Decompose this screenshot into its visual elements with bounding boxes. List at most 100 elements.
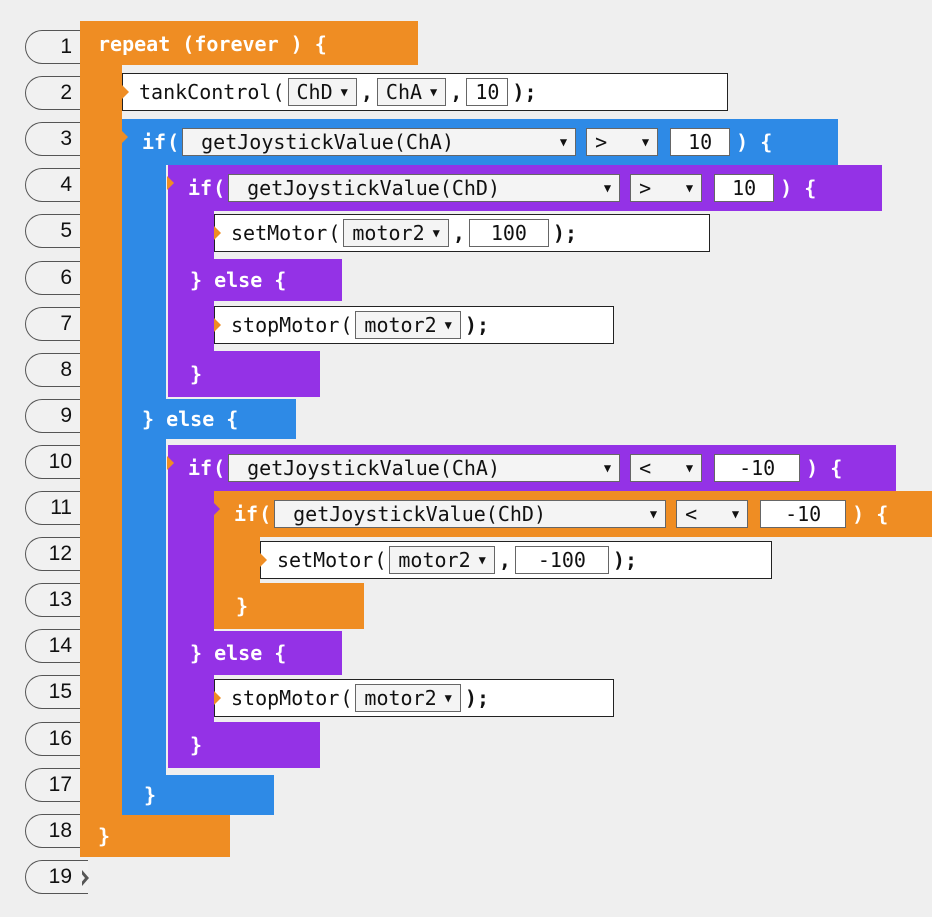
line-number[interactable]: 15: [25, 675, 89, 709]
chevron-down-icon: ▼: [685, 461, 694, 475]
motor-value: motor2: [398, 548, 471, 572]
statement-notch-icon: [260, 553, 267, 567]
left-channel-value: ChD: [296, 80, 333, 104]
motor-dropdown[interactable]: motor2 ▼: [343, 219, 449, 247]
line-notch-icon: [80, 870, 89, 886]
statement-notch-icon: [122, 85, 129, 99]
operator-value: <: [639, 456, 652, 480]
line-number[interactable]: 17: [25, 768, 89, 802]
condition-left-value: getJoystickValue(ChD): [293, 502, 547, 526]
threshold-input[interactable]: -10: [760, 500, 847, 528]
operator-value: >: [639, 176, 652, 200]
if-block-inner-2: [168, 445, 214, 767]
comma: ,: [450, 80, 463, 104]
open-brace: ) {: [780, 176, 817, 200]
line-number[interactable]: 8: [25, 353, 89, 387]
chevron-down-icon: ▼: [649, 507, 658, 521]
left-channel-dropdown[interactable]: ChD▼: [287, 78, 357, 106]
line-number[interactable]: 19: [25, 860, 89, 894]
comma: ,: [498, 548, 511, 572]
open-paren: (: [374, 548, 387, 572]
comma: ,: [452, 221, 465, 245]
condition-left-dropdown[interactable]: getJoystickValue(ChD)▼: [228, 174, 621, 202]
operator-value: <: [685, 502, 698, 526]
operator-dropdown[interactable]: >▼: [586, 128, 659, 156]
repeat-block-header[interactable]: [80, 21, 418, 65]
line-number[interactable]: 18: [25, 814, 89, 848]
else-label: } else {: [168, 259, 342, 301]
speed-input[interactable]: -100: [514, 546, 609, 574]
close-statement: );: [512, 80, 537, 104]
line-number[interactable]: 12: [25, 537, 89, 571]
line-number[interactable]: 16: [25, 722, 89, 756]
chevron-down-icon: ▼: [432, 226, 440, 240]
if-keyword: if: [188, 456, 213, 480]
motor-dropdown[interactable]: motor2▼: [355, 684, 461, 712]
repeat-block: [80, 21, 122, 828]
setmotor-statement[interactable]: setMotor ( motor2▼ , 100 );: [214, 214, 710, 252]
threshold-input[interactable]: 10: [466, 78, 509, 106]
line-number[interactable]: 11: [25, 491, 89, 525]
line-number[interactable]: 4: [25, 168, 89, 202]
line-number[interactable]: 1: [25, 30, 89, 64]
if-block-nested-header[interactable]: if ( getJoystickValue(ChD)▼ <▼ -10 ) {: [213, 491, 932, 537]
repeat-block-footer: [80, 815, 230, 857]
threshold-input[interactable]: 10: [670, 128, 731, 156]
condition-left-value: getJoystickValue(ChA): [247, 456, 501, 480]
if-block-outer-header[interactable]: if ( getJoystickValue(ChA)▼ >▼ 10 ) {: [121, 119, 838, 165]
threshold-input[interactable]: 10: [714, 174, 775, 202]
stopmotor-statement[interactable]: stopMotor ( motor2▼ );: [214, 306, 614, 344]
statement-notch-icon: [214, 318, 221, 332]
condition-left-dropdown[interactable]: getJoystickValue(ChA)▼: [182, 128, 577, 156]
line-number[interactable]: 9: [25, 399, 89, 433]
chevron-down-icon: ▼: [603, 181, 612, 195]
if-keyword: if: [142, 130, 167, 154]
tankcontrol-statement[interactable]: tankControl ( ChD▼ , ChA▼ , 10 );: [122, 73, 728, 111]
function-name: tankControl: [139, 80, 272, 104]
if-keyword: if: [188, 176, 213, 200]
setmotor-statement[interactable]: setMotor ( motor2▼ , -100 );: [260, 541, 772, 579]
chevron-down-icon: ▼: [478, 553, 486, 567]
line-number[interactable]: 10: [25, 445, 89, 479]
operator-dropdown[interactable]: <▼: [676, 500, 749, 528]
condition-left-value: getJoystickValue(ChA): [201, 130, 455, 154]
condition-left-dropdown[interactable]: getJoystickValue(ChA)▼: [228, 454, 621, 482]
motor-value: motor2: [352, 221, 425, 245]
if-block-inner-1-header[interactable]: if ( getJoystickValue(ChD)▼ >▼ 10 ) {: [167, 165, 882, 211]
if-keyword: if: [234, 502, 259, 526]
motor-dropdown[interactable]: motor2▼: [355, 311, 461, 339]
line-number[interactable]: 5: [25, 214, 89, 248]
threshold-input[interactable]: -10: [714, 454, 801, 482]
close-statement: );: [464, 686, 489, 710]
function-name: stopMotor: [231, 313, 340, 337]
chevron-down-icon: ▼: [430, 85, 438, 99]
open-paren: (: [259, 502, 272, 526]
stopmotor-statement[interactable]: stopMotor ( motor2▼ );: [214, 679, 614, 717]
chevron-down-icon: ▼: [641, 135, 650, 149]
operator-dropdown[interactable]: <▼: [630, 454, 703, 482]
right-channel-dropdown[interactable]: ChA▼: [376, 78, 447, 106]
open-paren: (: [328, 221, 341, 245]
condition-left-dropdown[interactable]: getJoystickValue(ChD) ▼: [274, 500, 667, 528]
line-number[interactable]: 3: [25, 122, 89, 156]
line-number[interactable]: 6: [25, 261, 89, 295]
if-block-outer-closing-brace: }: [122, 775, 274, 815]
open-paren: (: [340, 686, 353, 710]
line-number[interactable]: 14: [25, 629, 89, 663]
if-block-inner-1-closing-brace: }: [168, 351, 320, 397]
chevron-down-icon: ▼: [685, 181, 694, 195]
line-number[interactable]: 2: [25, 76, 89, 110]
function-name: stopMotor: [231, 686, 340, 710]
line-number[interactable]: 7: [25, 307, 89, 341]
operator-dropdown[interactable]: >▼: [630, 174, 703, 202]
motor-dropdown[interactable]: motor2 ▼: [389, 546, 495, 574]
open-paren: (: [272, 80, 285, 104]
comma: ,: [360, 80, 373, 104]
line-number[interactable]: 13: [25, 583, 89, 617]
speed-input[interactable]: 100: [468, 219, 549, 247]
motor-value: motor2: [364, 686, 437, 710]
else-label: } else {: [122, 399, 296, 439]
chevron-down-icon: ▼: [731, 507, 740, 521]
if-block-inner-2-header[interactable]: if ( getJoystickValue(ChA)▼ <▼ -10 ) {: [167, 445, 896, 491]
block-notch-icon: [167, 176, 174, 190]
